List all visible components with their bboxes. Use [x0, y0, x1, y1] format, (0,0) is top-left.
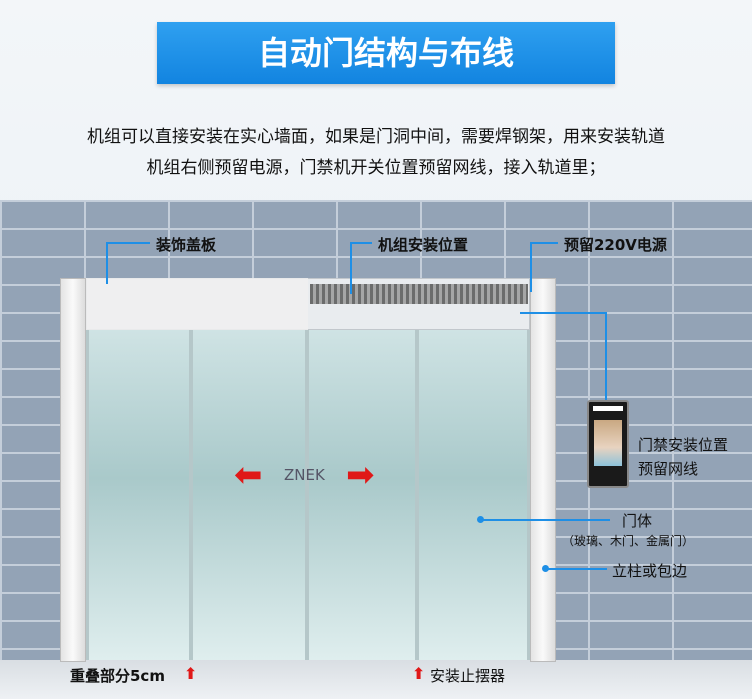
label-power: 预留220V电源	[564, 236, 667, 254]
callout-line	[545, 568, 607, 570]
label-cover: 装饰盖板	[156, 236, 217, 254]
operator-unit	[310, 284, 528, 304]
door-panel	[86, 330, 192, 660]
callout-line	[530, 242, 558, 244]
callout-line	[480, 519, 610, 521]
floor	[0, 660, 752, 699]
arrow-left-icon: ⬅	[234, 455, 263, 495]
left-column	[60, 278, 86, 662]
access-control-reader	[587, 400, 629, 488]
callout-line	[350, 242, 372, 244]
label-door-types: （玻璃、木门、金属门）	[562, 534, 695, 548]
intro-line-2: 机组右侧预留电源，门禁机开关位置预留网线，接入轨道里；	[146, 158, 606, 178]
label-stopper: 安装止摆器	[430, 667, 506, 685]
label-column: 立柱或包边	[612, 562, 688, 580]
door-panel	[190, 330, 308, 660]
right-column	[530, 278, 556, 662]
arrow-right-icon: ➡	[346, 455, 375, 495]
arrow-up-icon: ⬆	[412, 664, 426, 683]
face-image	[594, 420, 622, 466]
door-panel	[416, 330, 530, 660]
callout-line	[106, 242, 108, 284]
label-overlap: 重叠部分5cm	[70, 667, 165, 685]
label-network: 预留网线	[638, 460, 699, 478]
label-access: 门禁安装位置	[638, 436, 729, 454]
callout-line	[350, 242, 352, 294]
door-panel	[306, 330, 418, 660]
decorative-cover	[86, 278, 308, 330]
callout-line	[520, 312, 606, 314]
label-door: 门体	[622, 512, 653, 530]
callout-line	[530, 242, 532, 292]
title-banner: 自动门结构与布线	[157, 22, 615, 84]
label-unit: 机组安装位置	[378, 236, 469, 254]
arrow-up-icon: ⬆	[184, 664, 198, 683]
brand-watermark: ZNEK	[284, 466, 325, 484]
callout-line	[605, 312, 607, 400]
callout-line	[106, 242, 150, 244]
intro-line-1: 机组可以直接安装在实心墙面，如果是门洞中间，需要焊钢架，用来安装轨道	[87, 127, 665, 147]
